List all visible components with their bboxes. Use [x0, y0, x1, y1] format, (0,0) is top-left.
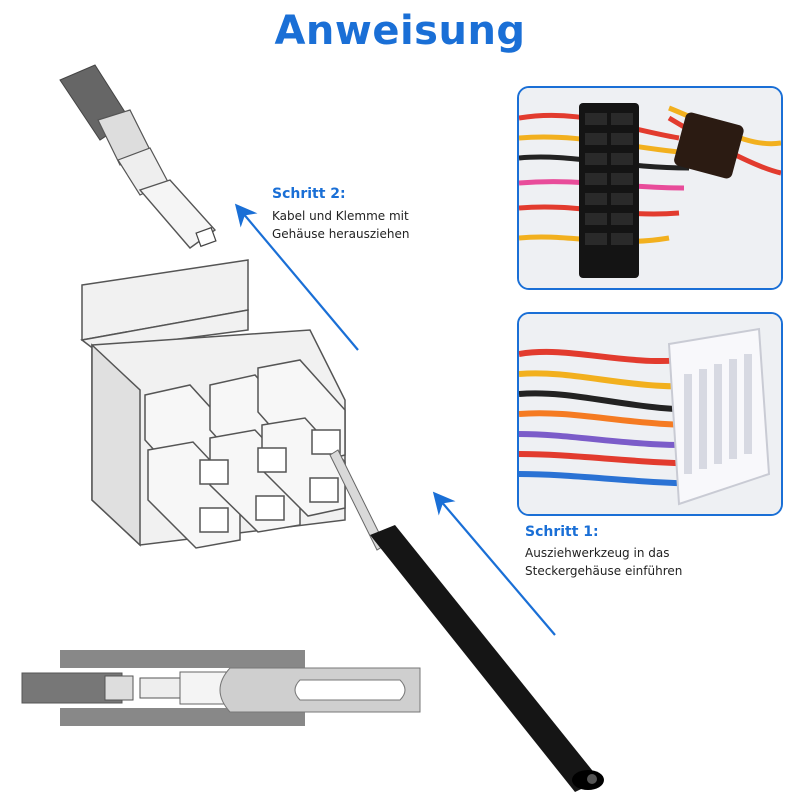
arrow-step2	[234, 203, 359, 351]
step1-label: Schritt 1:	[525, 524, 599, 540]
connector-photo-top-icon	[519, 88, 781, 288]
arrow-step1	[432, 491, 556, 636]
cross-section-illustration	[21, 650, 421, 726]
step2-label: Schritt 2:	[272, 186, 346, 202]
step2-line1: Kabel und Klemme mit	[272, 209, 409, 223]
connector-photo-middle-icon	[519, 314, 781, 514]
cable-terminal-illustration	[59, 64, 217, 249]
step1-line2: Steckergehäuse einführen	[525, 564, 683, 578]
photo-panel-middle	[517, 312, 783, 516]
connector-housing-illustration	[80, 259, 346, 549]
extraction-tool-illustration	[329, 449, 604, 792]
step2-line2: Gehäuse herausziehen	[272, 227, 410, 241]
page-title: Anweisung	[274, 8, 526, 54]
photo-panel-top	[517, 86, 783, 290]
step1-line1: Ausziehwerkzeug in das	[525, 546, 670, 560]
